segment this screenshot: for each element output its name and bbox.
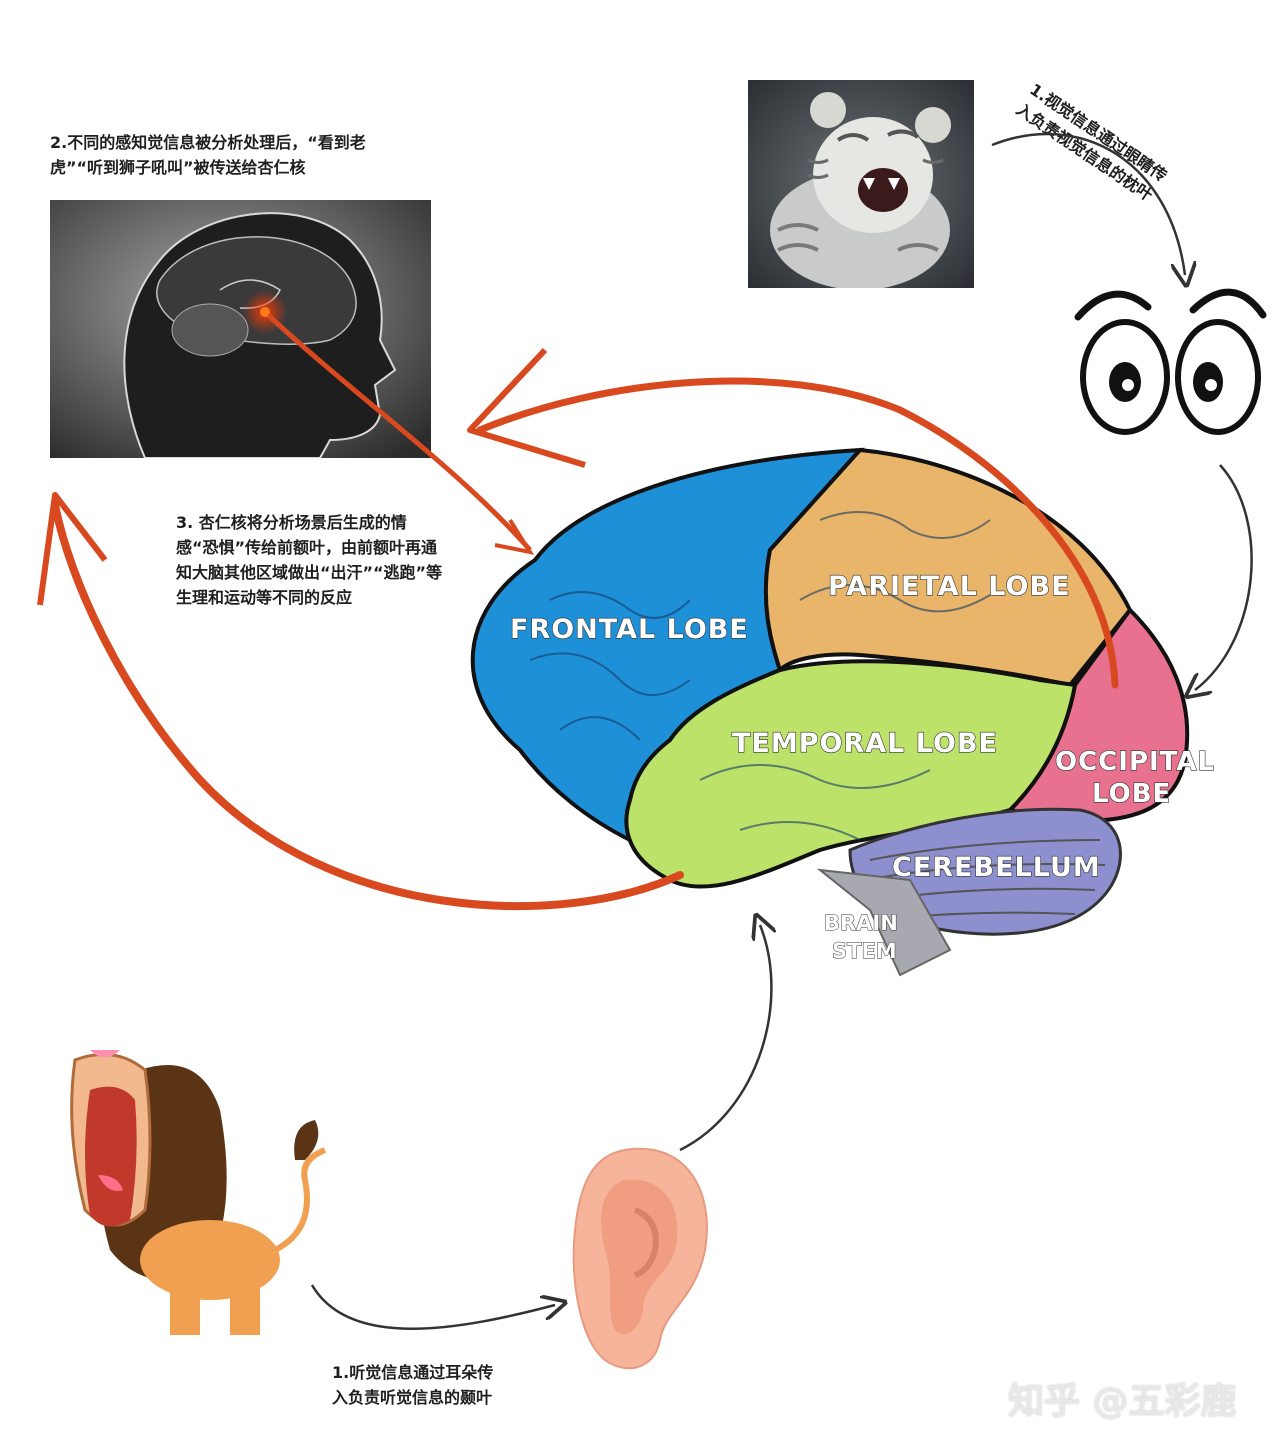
brainstem-region	[816, 868, 952, 977]
arrow-ear-to-temporal	[679, 925, 771, 1152]
arrow-eyes-to-occipital	[1195, 464, 1253, 690]
watermark: 知乎 @五彩鹿	[1008, 1381, 1237, 1422]
arrow-amygdala-to-frontal	[266, 313, 532, 552]
caption-fear-line4: 生理和运动等不同的反应	[176, 588, 353, 607]
occipital-lobe-label-line1: OCCIPITAL	[1055, 747, 1215, 777]
head-xray-photo	[50, 200, 431, 458]
lion-cartoon-icon	[70, 1050, 327, 1335]
frontal-lobe-label: FRONTAL LOBE	[510, 614, 749, 645]
caption-fear-line2: 感“恐惧”传给前额叶，由前额叶再通	[176, 538, 438, 557]
caption-fear-line1: 3. 杏仁核将分析场景后生成的情	[176, 513, 407, 532]
caption-amygdala: 2.不同的感知觉信息被分析处理后，“看到老 虎”“听到狮子吼叫”被传送给杏仁核	[50, 130, 366, 180]
arrow-tiger-to-eyes	[991, 132, 1185, 275]
cerebellum-label: CEREBELLUM	[892, 852, 1101, 883]
brainstem-label-line1: BRAIN	[824, 911, 898, 935]
cartoon-eyes-icon	[1074, 288, 1267, 435]
arrow-lion-to-ear	[310, 1284, 555, 1330]
caption-fear-line3: 知大脑其他区域做出“出汗”“逃跑”等	[176, 563, 443, 582]
arrow-occipital-to-amygdala	[476, 377, 1119, 689]
ear-icon	[572, 1147, 708, 1370]
occipital-lobe-label-line2: LOBE	[1092, 779, 1171, 809]
arrow-temporal-to-amygdala	[51, 501, 684, 911]
brain-lobes-diagram: FRONTAL LOBE PARIETAL LOBE TEMPORAL LOBE…	[470, 447, 1215, 977]
tiger-photo	[748, 80, 974, 288]
caption-fear-response: 3. 杏仁核将分析场景后生成的情 感“恐惧”传给前额叶，由前额叶再通 知大脑其他…	[176, 510, 442, 610]
caption-audio-line1: 1.听觉信息通过耳朵传	[332, 1363, 494, 1382]
parietal-lobe-label: PARIETAL LOBE	[828, 571, 1071, 602]
caption-audio-pathway: 1.听觉信息通过耳朵传 入负责听觉信息的颞叶	[332, 1360, 493, 1410]
caption-audio-line2: 入负责听觉信息的颞叶	[332, 1388, 493, 1407]
caption-amygdala-line1: 2.不同的感知觉信息被分析处理后，“看到老	[50, 133, 366, 152]
caption-amygdala-line2: 虎”“听到狮子吼叫”被传送给杏仁核	[50, 158, 306, 177]
brainstem-label-line2: STEM	[832, 939, 897, 963]
temporal-lobe-label: TEMPORAL LOBE	[732, 728, 998, 759]
